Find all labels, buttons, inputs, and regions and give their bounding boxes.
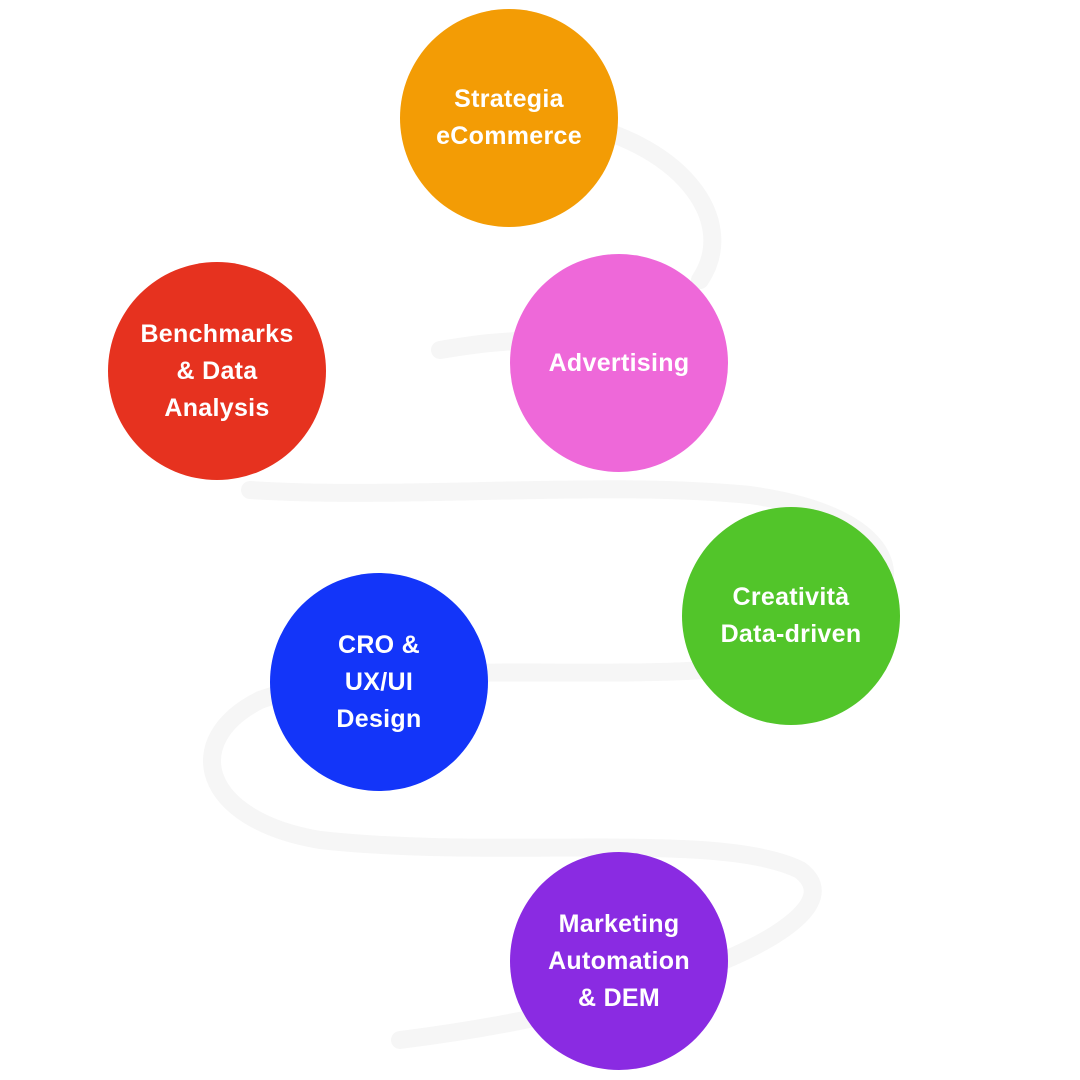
node-creativita-data-driven: Creatività Data-driven [682, 507, 900, 725]
node-label: Strategia eCommerce [436, 85, 582, 150]
node-marketing-automation-dem: Marketing Automation & DEM [510, 852, 728, 1070]
node-advertising: Advertising [510, 254, 728, 472]
node-label: Advertising [548, 348, 690, 377]
node-label: Marketing Automation & DEM [548, 909, 690, 1012]
node-strategia-ecommerce: Strategia eCommerce [400, 9, 618, 227]
node-label: Benchmarks & Data Analysis [140, 319, 294, 422]
node-cro-ux-ui-design: CRO & UX/UI Design [270, 573, 488, 791]
node-benchmarks-data-analysis: Benchmarks & Data Analysis [108, 262, 326, 480]
node-label: Creatività Data-driven [720, 583, 862, 648]
node-label: CRO & UX/UI Design [336, 630, 422, 733]
